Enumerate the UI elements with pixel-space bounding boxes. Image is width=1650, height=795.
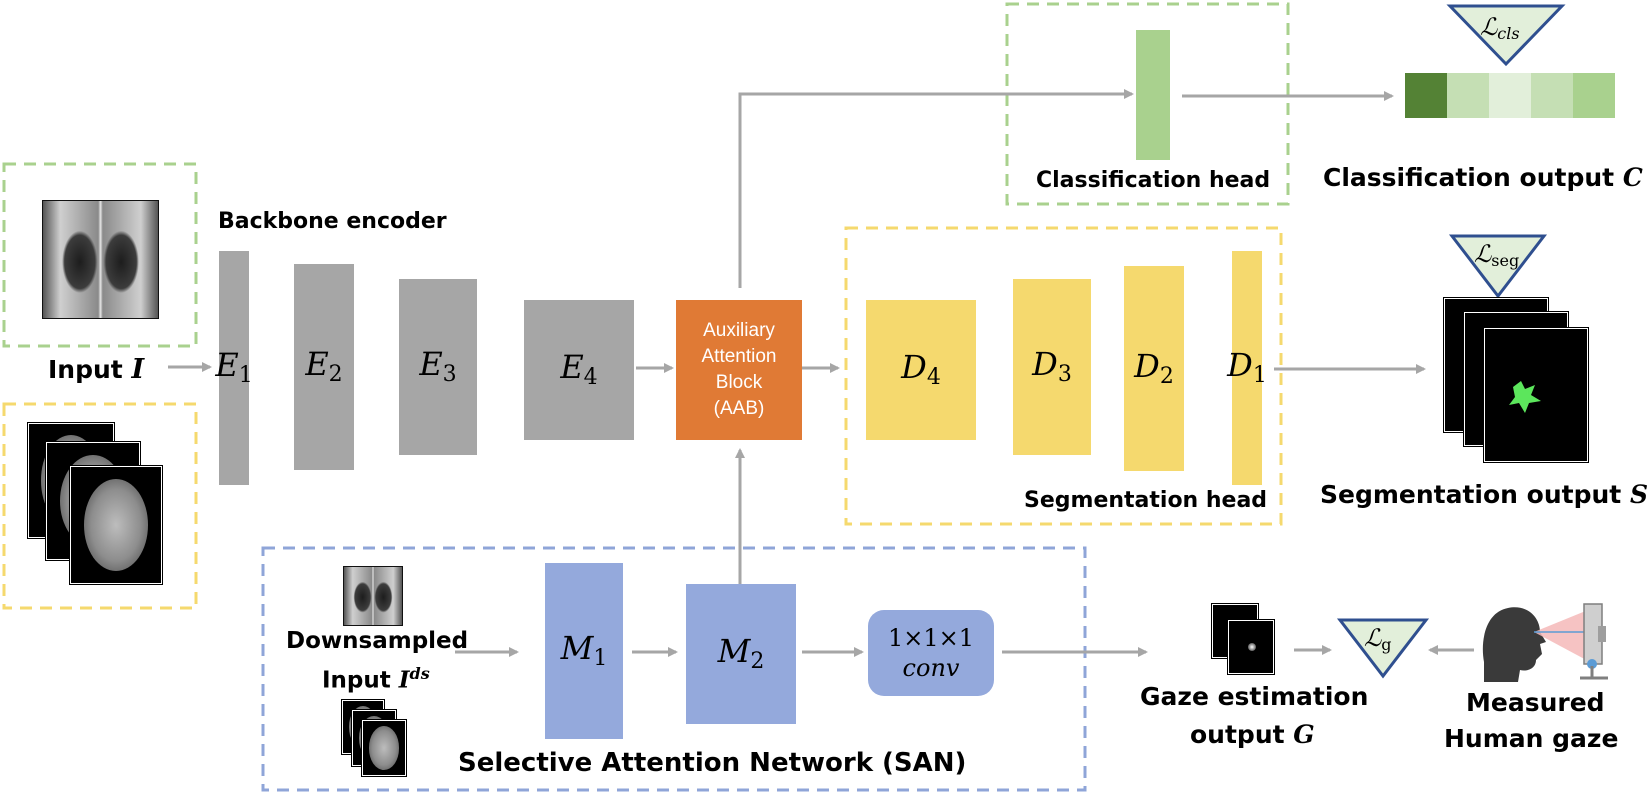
loss-seg-symbol: ℒseg — [1474, 240, 1520, 270]
loss-cls-symbol: ℒcls — [1480, 13, 1520, 43]
gaze-output-image-1 — [1227, 619, 1275, 675]
dashed-box-brain-input — [2, 402, 198, 610]
cls-output-cell — [1531, 73, 1573, 118]
gaze-estimation-label-1: Gaze estimation — [1140, 682, 1369, 711]
encoder-block-e3: E3 — [399, 279, 477, 455]
dashed-box-segmentation-head — [844, 226, 1283, 526]
input-xray-image — [42, 200, 159, 319]
classification-head-bar — [1136, 30, 1170, 160]
aab-block: Auxiliary Attention Block (AAB) — [676, 300, 802, 440]
cls-output-cell — [1405, 73, 1447, 118]
input-label: Input I — [48, 354, 145, 385]
encoder-label-e2: E2 — [305, 345, 343, 387]
measured-label-2: Human gaze — [1444, 724, 1619, 753]
dashed-box-xray-input — [2, 162, 198, 348]
downsampled-xray-image — [343, 566, 403, 626]
downsampled-label: Downsampled — [286, 628, 469, 654]
conv-line-2: conv — [902, 654, 960, 682]
downsampled-brain-slice-1 — [361, 719, 407, 777]
gaze-estimation-label-2: output G — [1190, 720, 1315, 749]
encoder-label-e1: E1 — [215, 346, 253, 388]
loss-seg-triangle — [1448, 234, 1548, 299]
decoder-block-d1: D1 — [1227, 251, 1267, 485]
encoder-block-e4: E4 — [524, 300, 634, 440]
decoder-block-d2: D2 — [1124, 266, 1184, 471]
aab-line-1: Auxiliary — [703, 320, 775, 341]
dashed-box-san — [261, 546, 1087, 792]
segmentation-head-label: Segmentation head — [1024, 488, 1268, 513]
decoder-label-d1: D1 — [1227, 346, 1267, 388]
san-module-m2: M2 — [686, 584, 796, 724]
input-brain-slice-1 — [69, 465, 163, 585]
conv-block: 1×1×1 conv — [868, 610, 994, 696]
encoder-block-e1: E1 — [215, 251, 253, 485]
san-label-m2: M2 — [717, 632, 765, 674]
encoder-block-e2: E2 — [294, 264, 354, 470]
san-module-m1: M1 — [545, 563, 623, 739]
cls-output-cell — [1489, 73, 1531, 118]
classification-output-label: Classification output C — [1323, 163, 1643, 192]
decoder-label-d4: D4 — [901, 348, 941, 390]
san-label-m1: M1 — [560, 629, 608, 671]
decoder-label-d2: D2 — [1134, 346, 1174, 389]
encoder-label-e4: E4 — [560, 348, 598, 390]
classification-output-vector — [1405, 73, 1615, 118]
encoder-label-e3: E3 — [419, 345, 457, 387]
arrow-aab-to-cls-head — [738, 89, 1134, 288]
cls-output-cell — [1573, 73, 1615, 118]
seg-output-image-1 — [1483, 327, 1589, 463]
san-label: Selective Attention Network (SAN) — [458, 748, 967, 778]
conv-line-1: 1×1×1 — [887, 624, 975, 652]
loss-gaze-symbol: ℒg — [1364, 624, 1392, 654]
aab-line-3: Block — [715, 372, 763, 393]
segmentation-output-label: Segmentation output S — [1320, 480, 1649, 509]
human-gaze-icon — [1482, 603, 1608, 682]
dashed-box-classification-head — [1005, 2, 1290, 206]
downsampled-input-label: Input Ids — [322, 664, 430, 694]
cls-output-cell — [1447, 73, 1489, 118]
decoder-label-d3: D3 — [1032, 345, 1072, 387]
classification-head-label: Classification head — [1036, 168, 1271, 193]
segmentation-mask-icon — [1509, 381, 1541, 413]
decoder-block-d4: D4 — [866, 300, 976, 440]
aab-line-2: Attention — [701, 346, 777, 367]
aab-line-4: (AAB) — [713, 398, 765, 419]
loss-gaze-triangle — [1336, 618, 1430, 679]
backbone-encoder-label: Backbone encoder — [218, 209, 447, 234]
decoder-block-d3: D3 — [1013, 279, 1091, 455]
measured-label-1: Measured — [1466, 688, 1605, 717]
loss-cls-triangle — [1446, 4, 1566, 67]
